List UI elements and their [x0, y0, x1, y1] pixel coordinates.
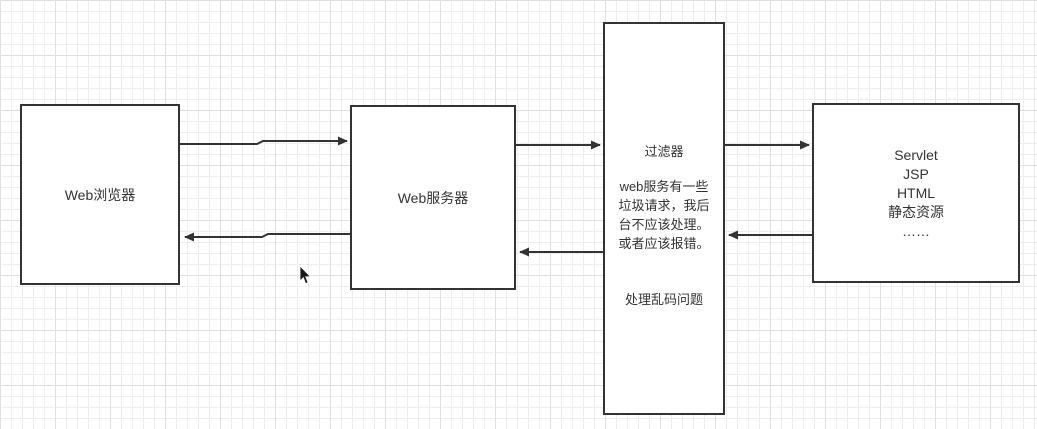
resources-line-html: HTML [896, 184, 936, 201]
resources-line-jsp: JSP [903, 165, 929, 182]
resources-line-ellipsis: …… [902, 222, 930, 239]
browser-box: Web浏览器 [20, 104, 180, 285]
resources-line-servlet: Servlet [894, 146, 938, 163]
filter-description-line: web服务有一些 [619, 179, 709, 194]
filter-box-title: 过滤器 [644, 144, 684, 159]
filter-box: 过滤器 web服务有一些 垃圾请求，我后 台不应该处理。 或者应该报错。 处理乱… [603, 22, 725, 415]
filter-description-line: 或者应该报错。 [618, 236, 710, 251]
resources-box: Servlet JSP HTML 静态资源 …… [812, 103, 1020, 283]
resources-line-static: 静态资源 [888, 203, 944, 220]
filter-box-note: 处理乱码问题 [624, 292, 703, 307]
mouse-cursor-icon [299, 265, 312, 285]
filter-description-line: 垃圾请求，我后 [618, 198, 710, 213]
server-box: Web服务器 [350, 105, 516, 290]
arrow-browser-to-server [180, 136, 348, 146]
filter-box-description: web服务有一些 垃圾请求，我后 台不应该处理。 或者应该报错。 [605, 177, 723, 253]
filter-description-line: 台不应该处理。 [618, 217, 710, 232]
arrow-server-to-browser [184, 232, 350, 242]
browser-box-label: Web浏览器 [64, 186, 136, 203]
server-box-label: Web服务器 [397, 189, 469, 206]
